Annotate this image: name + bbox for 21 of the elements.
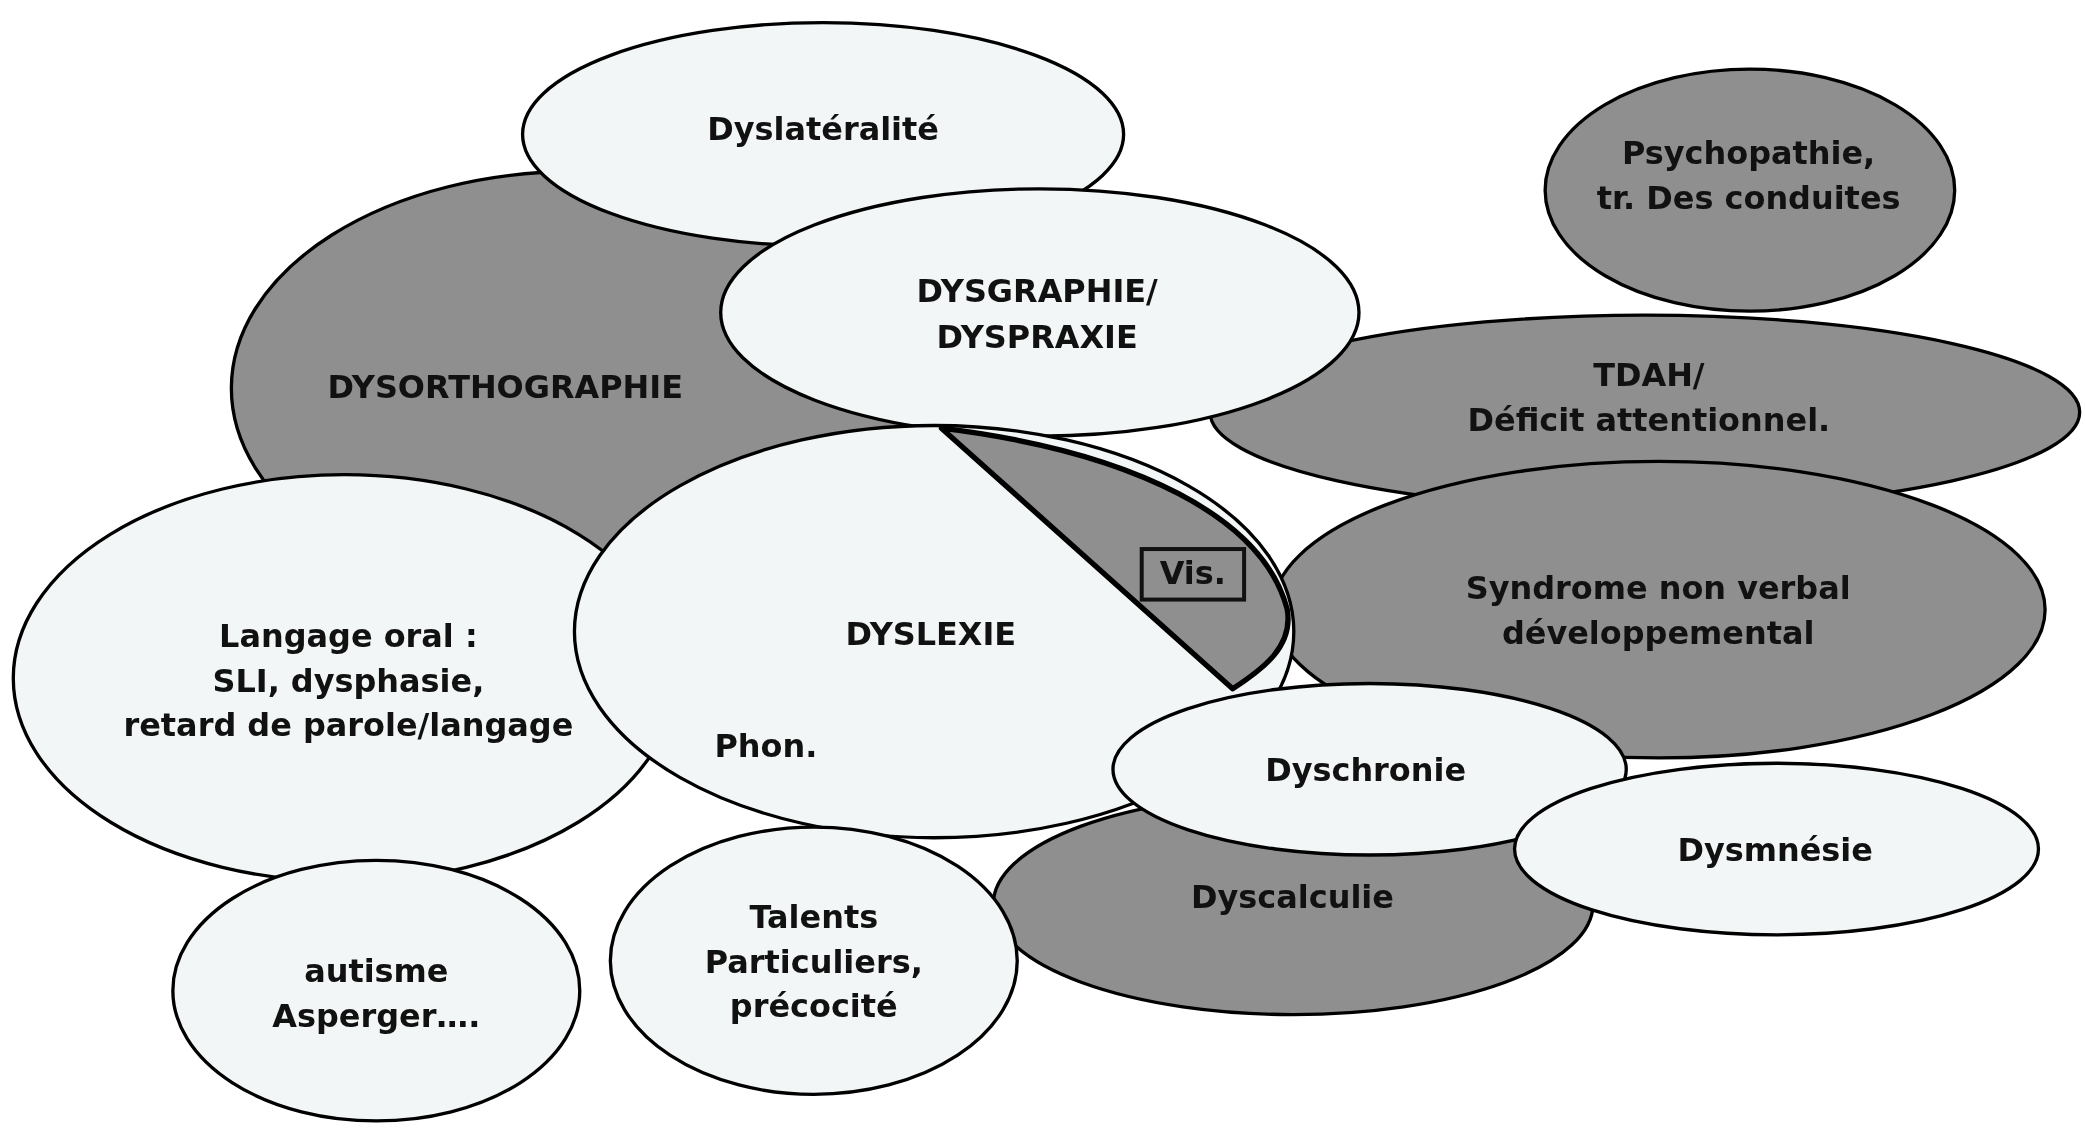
bubble-label: DYSGRAPHIE/ DYSPRAXIE — [916, 272, 1158, 358]
bubble-label: autisme Asperger…. — [272, 951, 481, 1037]
bubble-label: TDAH/ Déficit attentionnel. — [1467, 355, 1831, 441]
boxed-label: Vis. — [1139, 547, 1246, 602]
bubble-label: Dyslatéralité — [707, 109, 939, 150]
bubble-label: Langage oral : SLI, dysphasie, retard de parole/langage — [123, 616, 574, 747]
bubble-label: Dyschronie — [1265, 750, 1467, 791]
oval-bubble — [607, 824, 1020, 1097]
bubble-label: Dyscalculie — [1191, 878, 1394, 919]
bubble-label: DYSLEXIE — [845, 614, 1017, 656]
bubble-label: Psychopathie, tr. Des conduites — [1596, 133, 1901, 219]
oval-bubble — [718, 186, 1362, 439]
bubble-label: DYSORTHOGRAPHIE — [327, 367, 683, 408]
bubble-label: Syndrome non verbal développemental — [1465, 568, 1851, 654]
bubble-label: Dysmnésie — [1677, 830, 1873, 871]
oval-bubble — [1542, 66, 1958, 314]
oval-bubble — [1511, 760, 2042, 938]
bubble-label: Talents Particuliers, précocité — [704, 897, 923, 1027]
bubble-label: Phon. — [714, 726, 818, 767]
oval-bubble — [170, 857, 583, 1124]
oval-bubble — [1110, 680, 1629, 858]
